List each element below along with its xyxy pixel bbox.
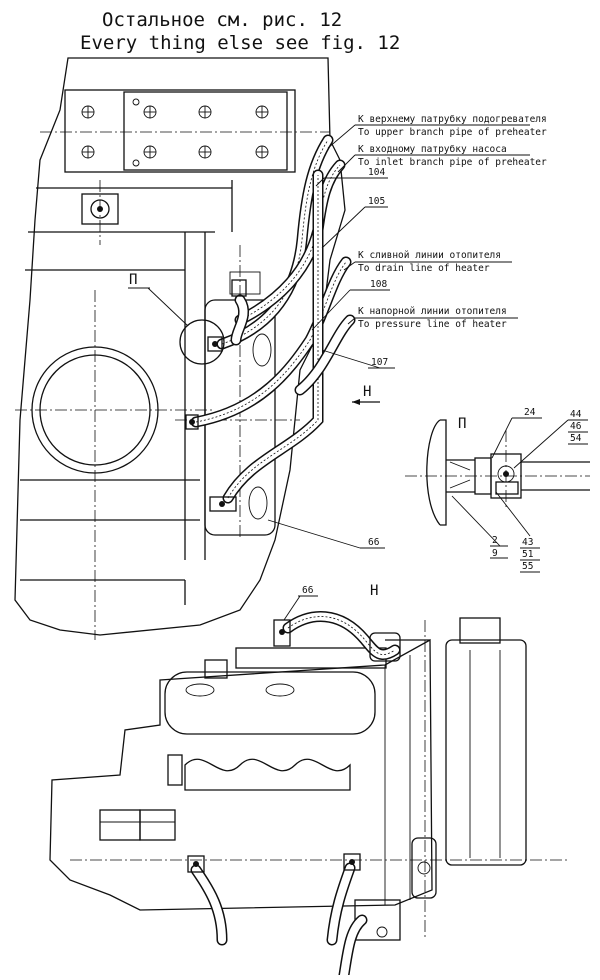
position-54: 54 xyxy=(570,433,582,444)
detail-p-title: П xyxy=(458,416,466,432)
position-104: 104 xyxy=(368,167,385,178)
callout-inlet-pump: К входному патрубку насоса To inlet bran… xyxy=(337,144,547,173)
position-66-top: 66 xyxy=(368,537,380,548)
callout-108: 108 xyxy=(311,279,390,331)
position-105: 105 xyxy=(368,196,385,207)
callout-107: 107 xyxy=(321,349,395,369)
position-108: 108 xyxy=(370,279,387,290)
callout-drain-heater: К сливной линии отопителя To drain line … xyxy=(343,250,512,274)
view-h-title: Н xyxy=(370,583,378,599)
fittings-upper xyxy=(185,279,247,512)
callout-upper-preheater-en: To upper branch pipe of preheater xyxy=(358,127,547,138)
position-66-bottom: 66 xyxy=(302,585,314,596)
hose-group-upper xyxy=(190,134,356,504)
callout-104: 104 xyxy=(315,167,388,187)
position-43: 43 xyxy=(522,537,533,548)
detail-p-view: П xyxy=(405,416,590,526)
position-9: 9 xyxy=(492,548,498,559)
detail-p-callouts: 24 44 46 54 2 9 43 51 55 xyxy=(451,407,588,573)
lower-view-engine xyxy=(49,617,570,941)
position-51: 51 xyxy=(522,549,534,560)
callout-upper-preheater: К верхнему патрубку подогревателя To upp… xyxy=(327,114,547,149)
callout-drain-heater-en: To drain line of heater xyxy=(358,263,490,274)
callout-105: 105 xyxy=(321,196,388,249)
position-55: 55 xyxy=(522,561,533,572)
detail-p-marker: П xyxy=(128,272,225,365)
callout-drain-heater-ru: К сливной линии отопителя xyxy=(358,250,501,261)
callout-pressure-heater: К напорной линии отопителя To pressure l… xyxy=(347,306,518,330)
position-2: 2 xyxy=(492,535,498,546)
position-24: 24 xyxy=(524,407,536,418)
bolt-group xyxy=(81,98,269,167)
callout-inlet-pump-en: To inlet branch pipe of preheater xyxy=(358,157,547,168)
position-46: 46 xyxy=(570,421,582,432)
position-107: 107 xyxy=(371,357,388,368)
callout-66-upper: 66 xyxy=(267,519,385,549)
view-h-arrow-label: Н xyxy=(363,384,371,400)
callout-pressure-heater-ru: К напорной линии отопителя xyxy=(358,306,507,317)
callout-upper-preheater-ru: К верхнему патрубку подогревателя xyxy=(358,114,547,125)
upper-view-engine xyxy=(14,57,346,640)
detail-p-marker-label: П xyxy=(129,272,137,288)
callout-pressure-heater-en: To pressure line of heater xyxy=(358,319,507,330)
position-44: 44 xyxy=(570,409,582,420)
hose-group-lower xyxy=(187,611,401,980)
header-line-ru: Остальное см. рис. 12 xyxy=(102,9,342,31)
view-h-arrow: Н xyxy=(352,384,380,405)
header-line-en: Every thing else see fig. 12 xyxy=(80,32,400,54)
callout-66-lower: 66 xyxy=(283,585,318,621)
callout-inlet-pump-ru: К входному патрубку насоса xyxy=(358,144,507,155)
